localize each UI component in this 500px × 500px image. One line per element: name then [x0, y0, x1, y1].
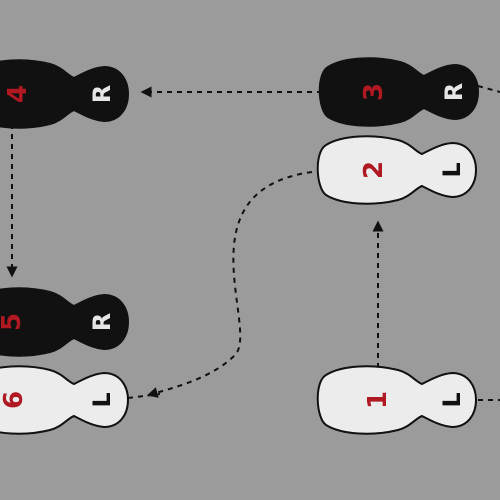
foot-letter-label: L [88, 392, 116, 407]
step-number-label: 5 [0, 313, 27, 331]
step-number-label: 2 [359, 161, 389, 179]
foot-letter-label: R [88, 313, 116, 331]
footprint-step-3: 3 R [318, 57, 479, 127]
path-step6-exit [127, 393, 161, 399]
step-number-label: 4 [3, 85, 33, 103]
footprint-step-1: 1 L [316, 365, 477, 435]
step-number-label: 6 [0, 391, 29, 409]
footprint-step-2: 2 L [316, 135, 477, 205]
path-step2-to-step6 [146, 171, 313, 398]
foot-letter-label: R [88, 85, 116, 103]
footprint-step-6: 6 L [0, 365, 129, 435]
movement-paths [6, 85, 500, 401]
foot-letter-label: L [438, 392, 466, 407]
foot-letter-label: R [440, 83, 468, 101]
footprint-step-5: 5 R [0, 287, 129, 357]
step-number-label: 3 [359, 83, 389, 101]
foot-letter-label: L [438, 162, 466, 177]
step-number-label: 1 [363, 391, 393, 409]
path-step3-exit [477, 85, 500, 93]
footprint-step-4: 4 R [0, 59, 129, 129]
